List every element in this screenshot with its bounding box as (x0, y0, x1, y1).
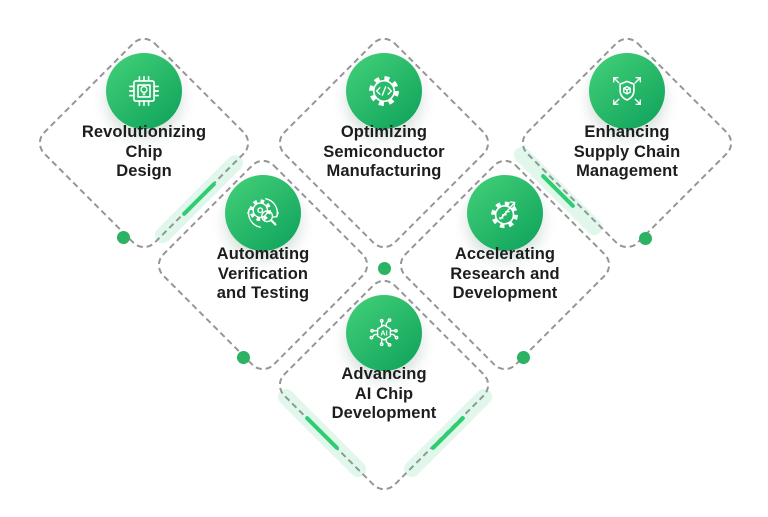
card-title: Revolutionizing Chip Design (49, 123, 239, 182)
corner-dot (516, 350, 530, 364)
card-title-line: Development (452, 284, 558, 302)
chip-idea-icon (128, 75, 160, 107)
icon-badge (346, 53, 422, 129)
card-title-line: Verification (217, 264, 309, 283)
corner-dot (116, 230, 130, 244)
card-title-line: Supply Chain (573, 142, 681, 161)
shield-box-icon (613, 77, 641, 105)
card-title-line: Design (116, 162, 172, 180)
icon-badge: AI (346, 295, 422, 371)
card-title-line: Semiconductor (323, 142, 445, 161)
gear-growth-icon (491, 201, 518, 229)
card-title-line: Manufacturing (326, 162, 442, 180)
card-title-line: Optimizing (340, 123, 428, 141)
card-title-line: Automating (216, 245, 310, 263)
card-title: Automating Verification and Testing (168, 245, 358, 304)
card-title-line: Advancing (341, 365, 427, 383)
card-title-line: Management (576, 162, 678, 180)
icon-badge (467, 175, 543, 251)
gear-code-icon (369, 76, 399, 106)
card-title-line: AI Chip (354, 384, 414, 403)
svg-text:AI: AI (380, 328, 387, 337)
icon-badge (225, 175, 301, 251)
card-title-line: Research and (450, 264, 560, 283)
ai-chip-icon: AI (369, 318, 399, 347)
corner-dot (377, 261, 391, 275)
icon-badge (589, 53, 665, 129)
card-title: Optimizing Semiconductor Manufacturing (289, 123, 479, 182)
corner-dot (236, 350, 250, 364)
card-title-line: Enhancing (584, 123, 670, 141)
corner-dot (638, 231, 652, 245)
card-title: Advancing AI Chip Development (289, 365, 479, 424)
card-title: Enhancing Supply Chain Management (532, 123, 722, 182)
card-title-line: Chip (125, 142, 163, 161)
card-title-line: Revolutionizing (81, 123, 207, 141)
card-title-line: and Testing (216, 284, 310, 302)
card-title-line: Accelerating (454, 245, 556, 263)
gear-search-icon (247, 198, 279, 228)
card-title: Accelerating Research and Development (410, 245, 600, 304)
card-title-line: Development (331, 404, 437, 422)
icon-badge (106, 53, 182, 129)
